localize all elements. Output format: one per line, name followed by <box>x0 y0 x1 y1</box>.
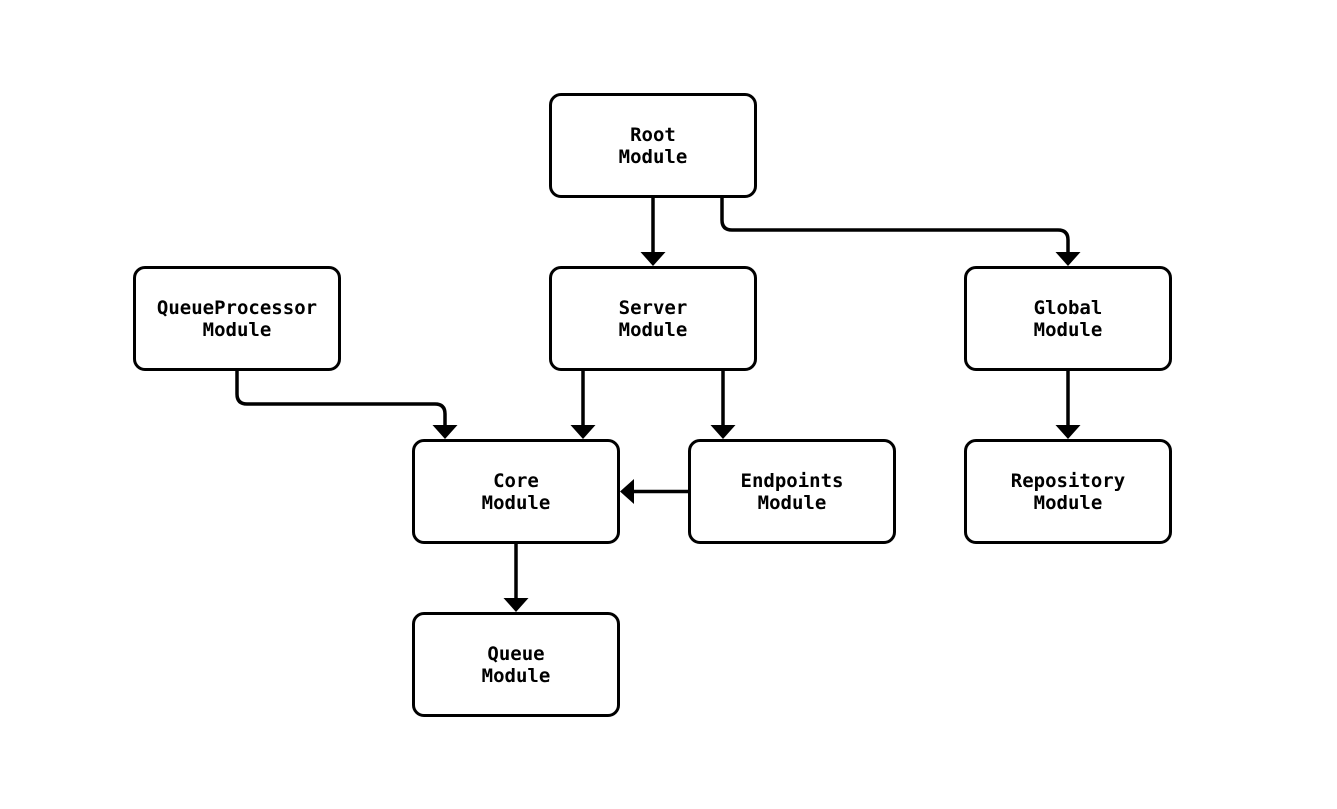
node-label: Global Module <box>1033 296 1103 341</box>
node-label: Queue Module <box>481 642 551 687</box>
edge-server-to-core <box>570 371 596 439</box>
arrowhead-down-icon <box>503 598 529 612</box>
edge-root-to-global <box>720 198 1081 266</box>
edge-queueprocessor-to-core <box>235 371 458 439</box>
node-endpoints-module: Endpoints Module <box>688 439 896 544</box>
node-root-module: Root Module <box>549 93 757 198</box>
arrowhead-down-icon <box>1055 425 1081 439</box>
edge-server-to-endpoints <box>710 371 736 439</box>
node-label: Repository Module <box>1010 469 1126 514</box>
node-repository-module: Repository Module <box>964 439 1172 544</box>
edge-line <box>720 198 1070 253</box>
node-label: Endpoints Module <box>740 469 844 514</box>
arrowhead-down-icon <box>640 252 666 266</box>
node-label: Root Module <box>618 123 688 168</box>
node-label: Core Module <box>481 469 551 514</box>
node-global-module: Global Module <box>964 266 1172 371</box>
edge-global-to-repository <box>1055 371 1081 439</box>
node-server-module: Server Module <box>549 266 757 371</box>
arrowhead-down-icon <box>432 425 458 439</box>
node-queueprocessor-module: QueueProcessor Module <box>133 266 341 371</box>
arrowhead-left-icon <box>620 479 634 504</box>
arrowhead-down-icon <box>1055 252 1081 266</box>
node-queue-module: Queue Module <box>412 612 620 717</box>
arrowhead-down-icon <box>570 425 596 439</box>
edge-endpoints-to-core <box>620 479 688 504</box>
node-label: Server Module <box>618 296 688 341</box>
node-core-module: Core Module <box>412 439 620 544</box>
edge-line <box>235 371 447 426</box>
edge-root-to-server <box>640 198 666 266</box>
arrowhead-down-icon <box>710 425 736 439</box>
edge-core-to-queue <box>503 544 529 612</box>
node-label: QueueProcessor Module <box>156 296 318 341</box>
